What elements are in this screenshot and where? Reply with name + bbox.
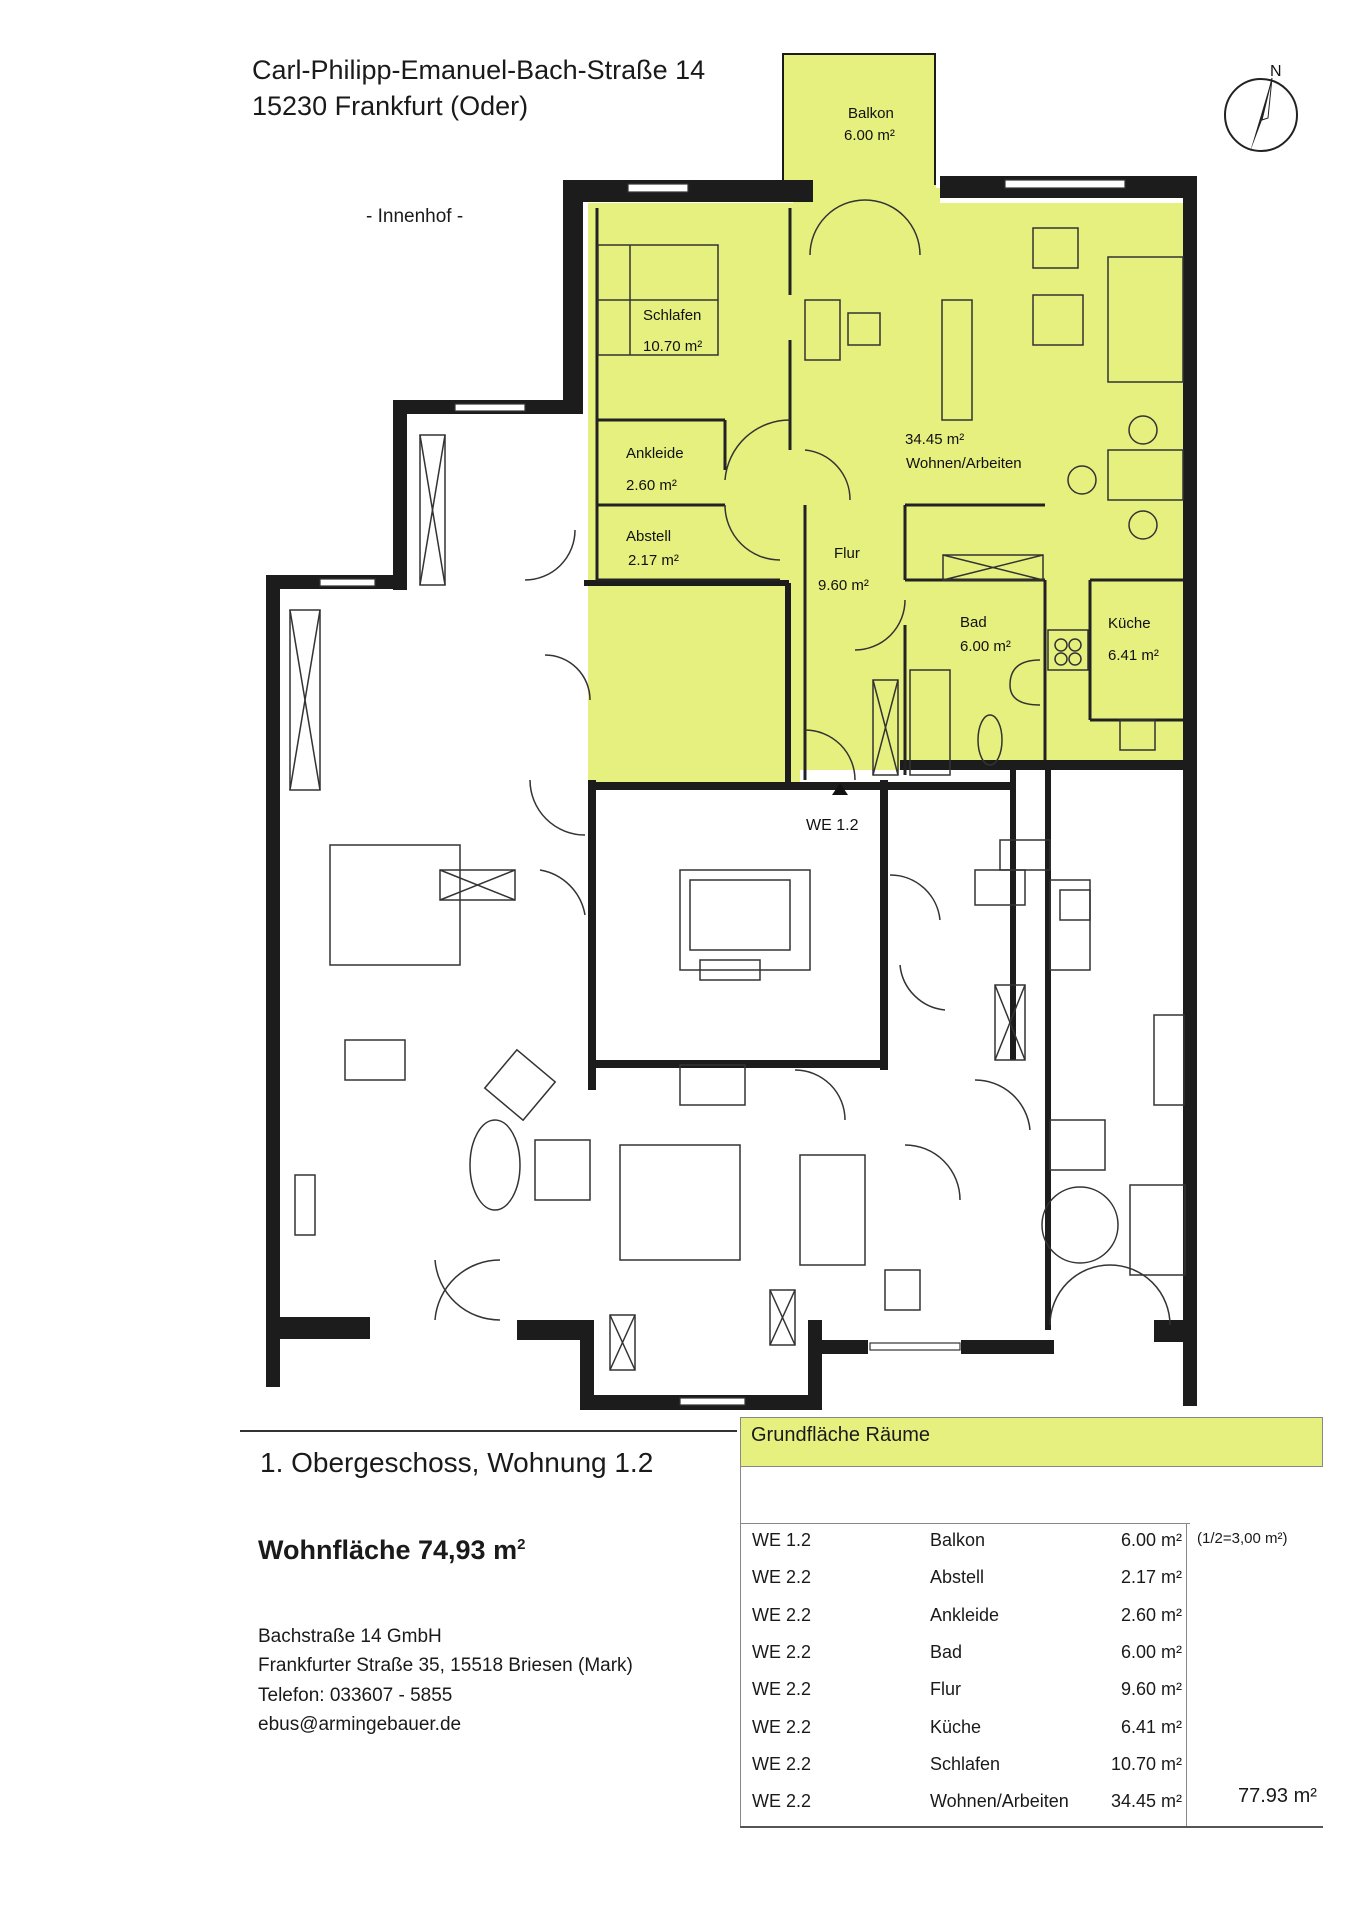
address-street: Carl-Philipp-Emanuel-Bach-Straße 14 bbox=[252, 55, 706, 85]
cell-area: 34.45 m² bbox=[1110, 1791, 1182, 1812]
room-balkon-name: Balkon bbox=[848, 105, 894, 122]
door-swings bbox=[434, 199, 1171, 1326]
floor-title: 1. Obergeschoss, Wohnung 1.2 bbox=[260, 1447, 654, 1478]
owner-phone: Telefon: 033607 - 5855 bbox=[258, 1684, 453, 1706]
cell-room: Flur bbox=[930, 1679, 961, 1700]
area-table-right-border bbox=[1186, 1523, 1187, 1827]
room-wohnen-area: 34.45 m² bbox=[905, 431, 964, 448]
living-area: Wohnfläche 74,93 m2 bbox=[258, 1535, 525, 1566]
courtyard-label: - Innenhof - bbox=[366, 206, 464, 227]
compass-label: N bbox=[1270, 63, 1282, 80]
windows bbox=[319, 179, 1126, 1406]
cell-unit: WE 2.2 bbox=[752, 1753, 812, 1774]
table-row: WE 2.2 Schlafen 10.70 m² bbox=[752, 1754, 1312, 1784]
area-table-total: 77.93 m² bbox=[1238, 1785, 1317, 1807]
north-arrow-icon bbox=[1224, 77, 1298, 152]
cell-unit: WE 2.2 bbox=[752, 1716, 812, 1737]
apartment-highlight bbox=[588, 55, 1183, 782]
cell-room: Bad bbox=[930, 1641, 963, 1662]
owner-block: Bachstraße 14 GmbH Frankfurter Straße 35… bbox=[258, 1622, 633, 1740]
owner-company: Bachstraße 14 GmbH bbox=[258, 1626, 442, 1647]
cell-area: 10.70 m² bbox=[1110, 1753, 1182, 1774]
room-balkon-area: 6.00 m² bbox=[844, 127, 895, 144]
address-block: Carl-Philipp-Emanuel-Bach-Straße 14 1523… bbox=[252, 52, 705, 125]
footer-divider bbox=[240, 1430, 737, 1432]
owner-email: ebus@armingebauer.de bbox=[258, 1714, 462, 1736]
table-row: WE 2.2 Bad 6.00 m² bbox=[752, 1642, 1312, 1672]
cell-area: 9.60 m² bbox=[1120, 1679, 1182, 1700]
room-ankleide-area: 2.60 m² bbox=[626, 477, 677, 494]
room-bad-area: 6.00 m² bbox=[960, 638, 1011, 655]
cell-room: Abstell bbox=[930, 1567, 985, 1588]
room-schlafen-name: Schlafen bbox=[643, 307, 701, 324]
area-table-left-border bbox=[740, 1467, 741, 1827]
room-kueche-name: Küche bbox=[1108, 615, 1151, 632]
cell-area: 6.41 m² bbox=[1120, 1716, 1182, 1737]
table-row: WE 2.2 Küche 6.41 m² bbox=[752, 1717, 1312, 1747]
area-table-separator bbox=[740, 1523, 1190, 1524]
cell-area: 6.00 m² bbox=[1120, 1641, 1182, 1662]
table-row: WE 2.2 Ankleide 2.60 m² bbox=[752, 1605, 1312, 1635]
room-ankleide-name: Ankleide bbox=[626, 445, 684, 462]
cell-room: Schlafen bbox=[930, 1753, 1001, 1774]
cell-unit: WE 2.2 bbox=[752, 1567, 812, 1588]
room-bad-name: Bad bbox=[960, 614, 987, 631]
cell-unit: WE 2.2 bbox=[752, 1641, 812, 1662]
cell-room: Balkon bbox=[930, 1530, 986, 1550]
owner-address: Frankfurter Straße 35, 15518 Briesen (Ma… bbox=[258, 1655, 633, 1677]
cell-room: Küche bbox=[930, 1716, 982, 1737]
room-flur-area: 9.60 m² bbox=[818, 577, 869, 594]
furniture bbox=[294, 227, 1186, 1311]
cell-note: (1/2=3,00 m²) bbox=[1197, 1530, 1288, 1547]
table-row: WE 2.2 Flur 9.60 m² bbox=[752, 1679, 1312, 1709]
entrance-arrow-icon bbox=[832, 783, 848, 795]
cell-room: Ankleide bbox=[930, 1604, 1000, 1625]
built-in-cabinets bbox=[289, 434, 1044, 1371]
cell-area: 6.00 m² bbox=[1120, 1530, 1182, 1550]
cell-area: 2.17 m² bbox=[1120, 1567, 1182, 1588]
apartment-marker: WE 1.2 bbox=[806, 817, 859, 834]
cell-unit: WE 2.2 bbox=[752, 1604, 812, 1625]
cell-unit: WE 2.2 bbox=[752, 1679, 812, 1700]
cell-unit: WE 2.2 bbox=[752, 1791, 812, 1812]
room-abstell-area: 2.17 m² bbox=[628, 552, 679, 569]
address-city: 15230 Frankfurt (Oder) bbox=[252, 91, 529, 122]
cell-area: 2.60 m² bbox=[1120, 1604, 1182, 1625]
room-labels: Balkon 6.00 m² Schlafen 10.70 m² Ankleid… bbox=[626, 105, 1159, 664]
table-row: WE 1.2 Balkon 6.00 m² (1/2=3,00 m²) bbox=[752, 1530, 1312, 1560]
living-area-sup: 2 bbox=[517, 1536, 526, 1553]
room-flur-name: Flur bbox=[834, 545, 860, 562]
room-wohnen-name: Wohnen/Arbeiten bbox=[906, 455, 1022, 472]
floor-plan: N bbox=[266, 53, 1298, 1410]
area-table-title: Grundfläche Räume bbox=[740, 1417, 1323, 1467]
living-area-label: Wohnfläche 74,93 m bbox=[258, 1535, 518, 1565]
room-abstell-name: Abstell bbox=[626, 528, 671, 545]
walls bbox=[266, 53, 1197, 1410]
area-table-bottom-border bbox=[740, 1826, 1323, 1828]
table-row: WE 2.2 Abstell 2.17 m² bbox=[752, 1567, 1312, 1597]
cell-room: Wohnen/Arbeiten bbox=[930, 1791, 1069, 1812]
room-kueche-area: 6.41 m² bbox=[1108, 647, 1159, 664]
interior-partitions bbox=[595, 208, 1183, 780]
cell-unit: WE 1.2 bbox=[752, 1530, 812, 1550]
table-row: WE 2.2 Wohnen/Arbeiten 34.45 m² bbox=[752, 1791, 1312, 1821]
room-schlafen-area: 10.70 m² bbox=[643, 338, 702, 355]
